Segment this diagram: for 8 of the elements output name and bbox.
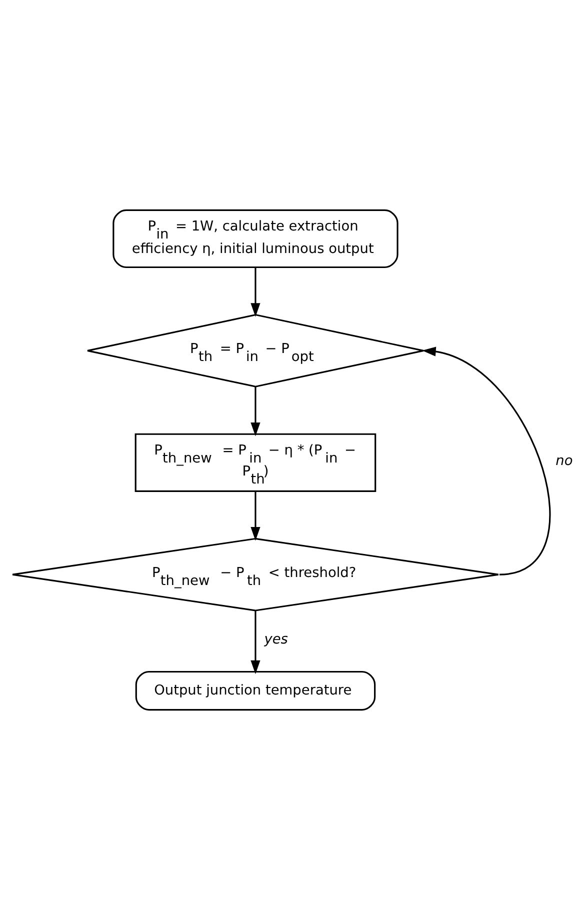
arrow xyxy=(250,490,260,540)
edge-label: no xyxy=(556,452,573,469)
arrow xyxy=(422,346,551,575)
arrow xyxy=(250,267,260,316)
arrow xyxy=(250,610,260,674)
node-box: Output junction temperature xyxy=(135,670,376,710)
arrow xyxy=(250,386,260,436)
edge-label: yes xyxy=(264,631,288,648)
